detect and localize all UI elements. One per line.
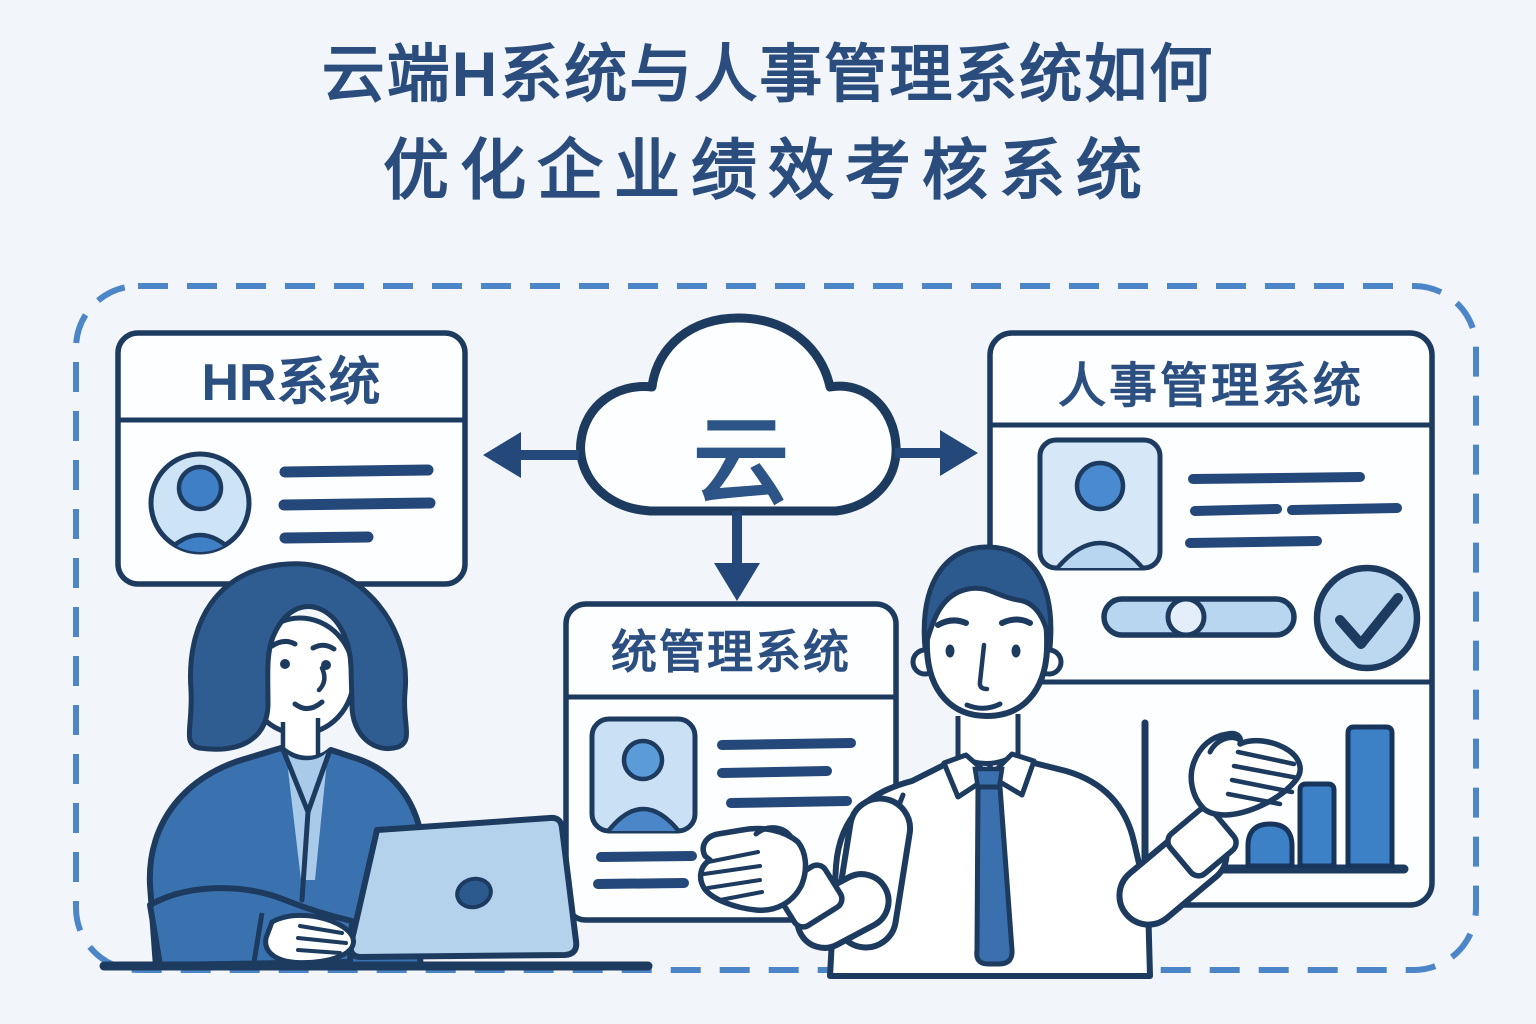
hr-card-title: HR系统 bbox=[201, 354, 380, 412]
slider-knob bbox=[1165, 596, 1207, 638]
laptop-logo bbox=[455, 876, 493, 910]
arrow-down-icon bbox=[714, 511, 760, 601]
arrow-left-icon bbox=[483, 432, 579, 478]
man-figure bbox=[697, 544, 1303, 979]
user-avatar-icon bbox=[1037, 437, 1163, 571]
laptop-icon bbox=[347, 814, 580, 960]
system-card-text-lines bbox=[593, 738, 856, 889]
man-right-cuff bbox=[1165, 805, 1239, 879]
system-card-title: 统管理系统 bbox=[611, 626, 851, 678]
bar-3 bbox=[1345, 724, 1395, 869]
checkmark-circle-icon bbox=[1313, 564, 1421, 672]
woman-eye-right bbox=[321, 660, 331, 670]
title-line-2: 优化企业绩效考核系统 bbox=[383, 133, 1153, 207]
personnel-card-title: 人事管理系统 bbox=[1058, 360, 1364, 413]
man-right-thumb bbox=[1207, 735, 1243, 755]
man-hair bbox=[921, 544, 1054, 651]
man-right-fingers bbox=[1225, 749, 1301, 807]
hr-system-card: HR系统 bbox=[115, 330, 468, 587]
woman-lapels bbox=[281, 747, 333, 903]
arrow-right-icon bbox=[895, 430, 978, 476]
man-left-hand bbox=[697, 825, 809, 913]
man-eye-right bbox=[1011, 644, 1021, 658]
connector-arrows bbox=[483, 430, 978, 601]
chart-bars bbox=[1245, 724, 1395, 869]
man-left-arm bbox=[697, 795, 914, 951]
bar-chart-icon bbox=[1140, 719, 1409, 874]
woman-hair bbox=[186, 561, 410, 752]
woman-fingers bbox=[296, 924, 348, 955]
man-left-fingers bbox=[702, 850, 764, 902]
personnel-management-card: 人事管理系统 bbox=[987, 330, 1435, 908]
woman-eye-left bbox=[280, 659, 290, 669]
hr-card-text-lines bbox=[278, 464, 436, 544]
cloud-hub: 云 bbox=[576, 313, 901, 516]
page-title: 云端H系统与人事管理系统如何 优化企业绩效考核系统 bbox=[0, 40, 1536, 207]
bar-2 bbox=[1297, 781, 1337, 869]
man-right-hand bbox=[1188, 730, 1303, 818]
bar-1 bbox=[1245, 821, 1295, 869]
man-tie bbox=[974, 784, 1015, 967]
cloud-icon bbox=[576, 313, 901, 516]
woman-arm bbox=[147, 885, 356, 968]
man-left-thumb bbox=[753, 825, 795, 841]
woman-face-features bbox=[269, 638, 337, 711]
slider-control-icon bbox=[1101, 596, 1297, 638]
woman-cuff bbox=[251, 912, 265, 963]
system-card-frame bbox=[563, 601, 899, 923]
man-right-arm bbox=[1116, 730, 1303, 928]
checkmark-icon bbox=[1335, 593, 1403, 649]
personnel-card-text-lines bbox=[1185, 472, 1402, 548]
user-avatar-icon bbox=[148, 451, 252, 555]
system-management-card: 统管理系统 bbox=[563, 601, 899, 923]
man-face-features bbox=[935, 616, 1033, 711]
cloud-label: 云 bbox=[693, 409, 789, 516]
dashed-border-container bbox=[73, 283, 1479, 973]
title-line-1: 云端H系统与人事管理系统如何 bbox=[321, 40, 1215, 110]
man-eye-left bbox=[945, 644, 955, 658]
user-avatar-icon bbox=[589, 716, 698, 834]
